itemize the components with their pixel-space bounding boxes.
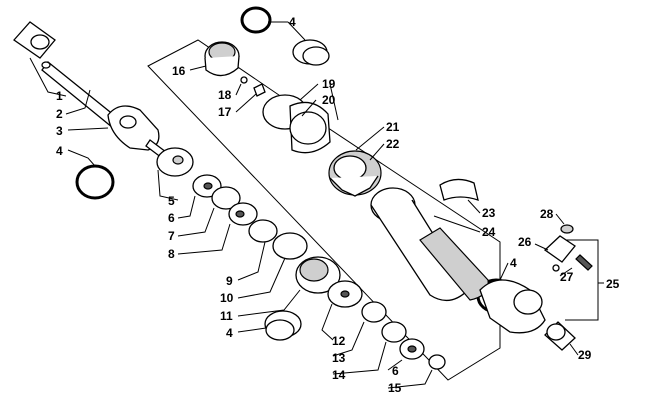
leader-28 [555,213,565,225]
leader-4a [67,149,96,167]
callout-23: 23 [482,206,496,220]
leader-27 [559,267,573,277]
leader-3 [67,127,109,131]
callout-4a: 4 [56,144,63,158]
callout-6a: 6 [168,211,175,225]
leader-2 [65,89,91,115]
callout-12: 12 [332,334,346,348]
callout-19: 19 [322,77,336,91]
callout-8: 8 [168,247,175,261]
leader-15 [387,369,433,389]
leader-6a [177,195,196,219]
callout-18: 18 [218,88,232,102]
shaft-eyelet [13,21,167,159]
leader-9 [237,241,266,281]
leader-14 [332,341,387,375]
callout-5: 5 [168,194,175,208]
leader-5 [157,169,179,201]
callout-13: 13 [332,351,346,365]
washer-stack-lower [327,280,446,370]
leader-17 [235,93,257,113]
shock-body [370,187,489,302]
callout-24: 24 [482,225,496,239]
callout-25: 25 [606,277,620,291]
oring-4a [75,164,115,200]
callout-28: 28 [540,207,554,221]
callout-4c: 4 [289,15,296,29]
callout-29: 29 [578,348,592,362]
callout-3: 3 [56,124,63,138]
rings-19-20 [262,94,331,154]
callout-17: 17 [218,105,232,119]
leader-4b [237,327,267,333]
valve-17 [253,83,266,97]
callout-4d: 4 [510,256,517,270]
callout-20: 20 [322,93,336,107]
bracket-25 [565,239,604,321]
leader-7 [177,207,215,237]
leader-6b [387,359,403,371]
leader-23 [467,199,481,214]
callout-14: 14 [332,368,346,382]
leader-8 [177,223,231,255]
leader-13 [332,321,365,357]
lower-eyelet [479,279,546,334]
washer-stack-upper [156,147,308,260]
bushing [544,321,576,351]
callout-27: 27 [560,270,574,284]
leader-4c [268,21,306,41]
callout-10: 10 [220,291,234,305]
leader-21 [355,126,385,151]
callout-7: 7 [168,229,175,243]
leader-11 [237,289,301,317]
top-cap [204,41,240,77]
callout-21: 21 [386,120,400,134]
leader-19 [299,83,339,121]
piston [295,256,341,294]
leader-20 [301,99,317,117]
callout-26: 26 [518,235,532,249]
valve-assembly [543,224,593,272]
oring-18 [240,76,248,84]
leader-16 [189,65,207,71]
leader-12 [321,303,334,341]
ring-4-lower [264,310,302,341]
assembly-frame [147,39,501,381]
leader-26 [534,243,549,251]
leader-29 [569,343,579,356]
callout-9: 9 [226,274,233,288]
leader-22 [369,143,385,161]
ring-4-top [292,39,330,66]
callout-2: 2 [56,107,63,121]
callout-6b: 6 [392,364,399,378]
oring-4b [240,6,272,34]
callout-11: 11 [220,309,233,323]
leader-24 [433,215,481,233]
callout-1: 1 [56,89,63,103]
leader-10 [237,257,286,299]
callout-15: 15 [388,381,402,395]
callout-16: 16 [172,64,186,78]
leader-18 [235,83,242,96]
leader-1 [29,57,67,97]
gear-ring [328,150,382,197]
leader-4d [499,262,509,281]
callout-22: 22 [386,137,400,151]
bump-stop-23 [439,178,479,201]
callout-4b: 4 [226,326,233,340]
